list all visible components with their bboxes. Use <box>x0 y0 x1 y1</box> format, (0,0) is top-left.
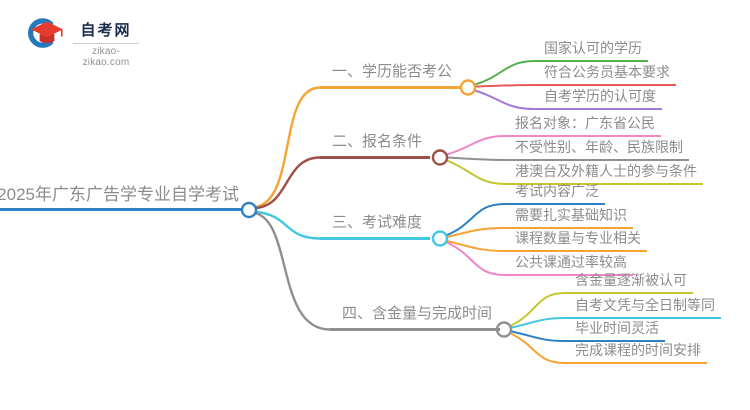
leaf-node[interactable]: 符合公务员基本要求 <box>534 64 676 86</box>
branch1-node-toggle[interactable] <box>459 79 477 96</box>
leaf-node[interactable]: 含金量逐渐被认可 <box>565 272 693 294</box>
connector-b1-leaf3 <box>474 89 535 110</box>
logo-title: 自考网 <box>80 22 132 39</box>
leaf-node[interactable]: 公共课通过率较高 <box>505 254 633 276</box>
logo-text-block: 自考网 zikao-zikao.com <box>73 13 139 68</box>
branch-node-1[interactable]: 一、学历能否考公 <box>320 63 461 89</box>
connector-b1-leaf2 <box>475 84 535 88</box>
branch3-node-toggle[interactable] <box>431 230 449 247</box>
connector-b3-leaf1 <box>446 203 506 236</box>
connector-b2-leaf1 <box>446 135 506 156</box>
connector-root-branch1 <box>254 86 322 209</box>
leaf-node[interactable]: 国家认可的学历 <box>534 40 648 62</box>
connector-b3-leaf4 <box>446 241 506 276</box>
leaf-node[interactable]: 自考学历的认可度 <box>534 88 662 110</box>
leaf-node[interactable]: 考试内容广泛 <box>505 183 605 205</box>
leaf-node[interactable]: 自考文凭与全日制等同 <box>565 297 721 319</box>
connector-b2-leaf3 <box>446 159 506 185</box>
branch-node-2[interactable]: 二、报名条件 <box>320 133 431 159</box>
leaf-node[interactable]: 需要扎实基础知识 <box>505 207 633 229</box>
connector-root-branch2 <box>254 156 322 210</box>
logo-divider <box>73 43 139 44</box>
leaf-node[interactable]: 港澳台及外籍人士的参与条件 <box>505 163 703 185</box>
site-logo[interactable]: 自考网 zikao-zikao.com <box>28 13 139 68</box>
connector-b3-leaf3 <box>446 240 506 252</box>
branch2-node-toggle[interactable] <box>431 149 449 166</box>
root-node-toggle[interactable] <box>240 201 258 219</box>
leaf-node[interactable]: 不受性别、年龄、民族限制 <box>505 139 689 161</box>
connector-root-branch3 <box>254 210 322 240</box>
leaf-node[interactable]: 课程数量与专业相关 <box>505 230 647 252</box>
connector-b4-leaf1 <box>510 292 566 327</box>
connector-b4-leaf2 <box>511 317 566 329</box>
connector-b1-leaf1 <box>474 60 535 86</box>
leaf-node[interactable]: 报名对象：广东省公民 <box>505 115 661 137</box>
branch-node-4[interactable]: 四、含金量与完成时间 <box>330 305 501 331</box>
connector-b4-leaf4 <box>510 332 566 364</box>
leaf-node[interactable]: 毕业时间灵活 <box>565 320 665 342</box>
graduation-cap-logo-icon <box>28 18 63 48</box>
branch-node-3[interactable]: 三、考试难度 <box>320 214 431 240</box>
connector-root-branch4 <box>253 211 332 331</box>
connector-b3-leaf2 <box>446 227 506 238</box>
leaf-node[interactable]: 完成课程的时间安排 <box>565 342 707 364</box>
connector-b4-leaf3 <box>511 330 566 342</box>
root-node[interactable]: 2025年广东广告学专业自学考试 <box>0 184 242 211</box>
logo-url: zikao-zikao.com <box>82 46 130 68</box>
connector-b2-leaf2 <box>447 156 506 161</box>
